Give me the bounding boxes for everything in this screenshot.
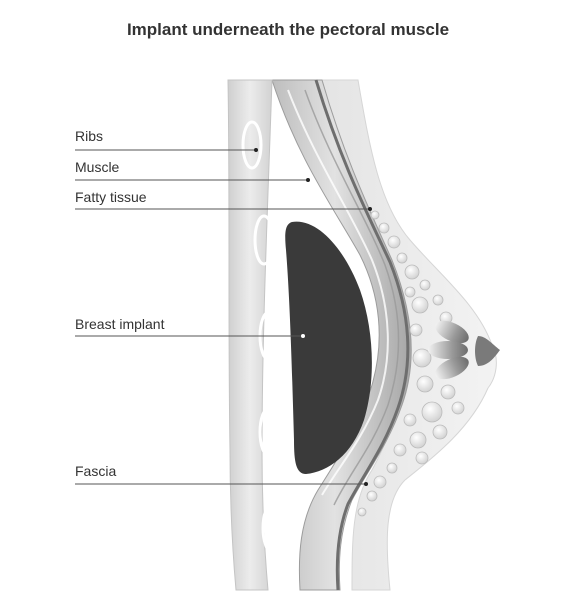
ribs-leader-dot [254,148,258,152]
mammary-lobes [428,320,469,380]
label-fatty-tissue: Fatty tissue [75,189,147,205]
fat-globules [357,210,465,517]
label-muscle: Muscle [75,159,120,175]
rib-2 [253,214,275,266]
fatty-tissue-leader-dot [368,207,372,211]
breast-implant-leader-dot [301,334,305,338]
rib-band [227,79,273,591]
fascia-leader-dot [364,482,368,486]
muscle-leader-dot [306,178,310,182]
rib-4 [258,406,280,458]
muscle-fiber-2 [304,89,400,506]
breast-implant [285,221,372,474]
label-ribs: Ribs [75,128,104,144]
fascia-line [314,79,410,591]
rib-5 [261,502,283,554]
diagram-title: Implant underneath the pectoral muscle [126,20,450,39]
muscle-region [271,79,412,591]
rib-1 [241,120,263,170]
label-fascia: Fascia [75,463,117,479]
nipple [475,336,500,366]
muscle-fiber-1 [287,89,389,496]
label-breast-implant: Breast implant [75,316,165,332]
